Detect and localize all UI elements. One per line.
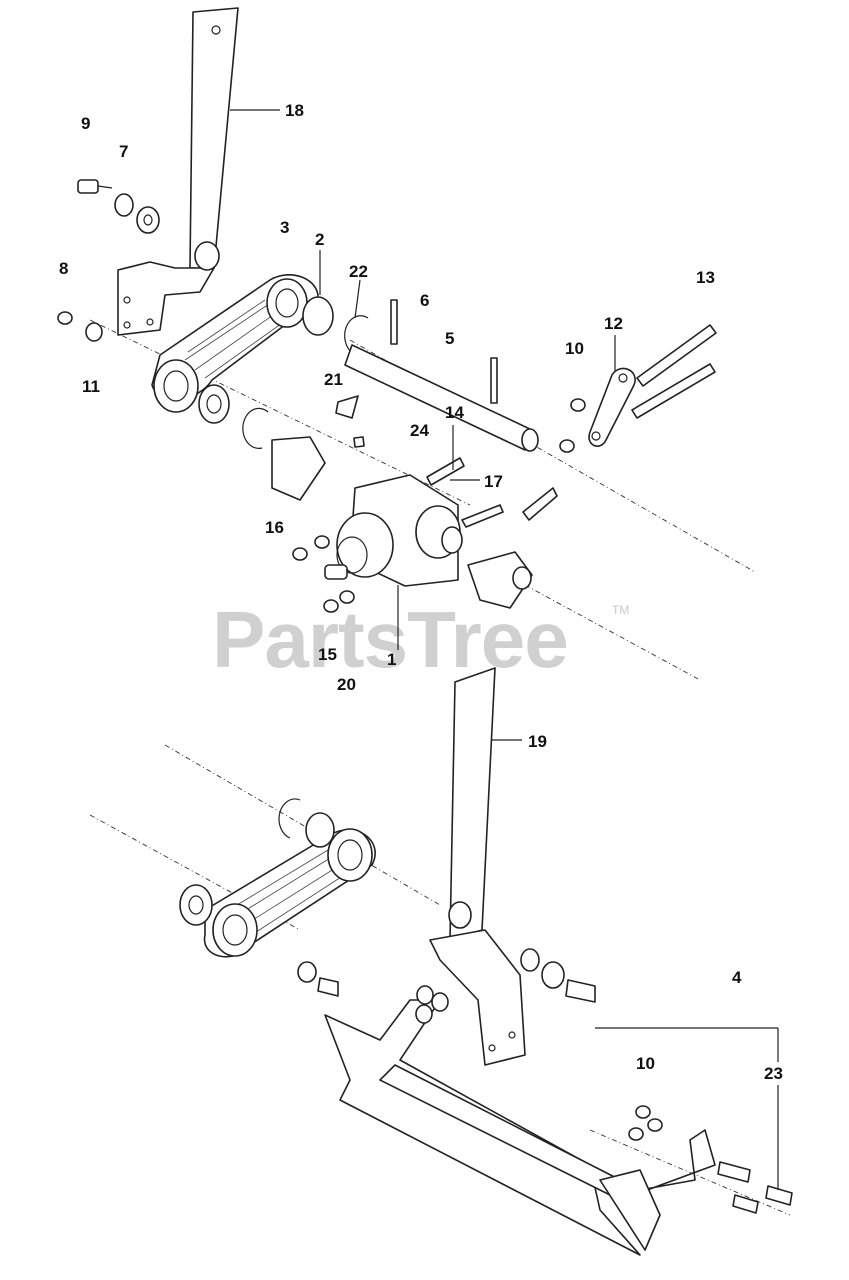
center-lines [89, 319, 791, 1216]
part-label-20: 20 [337, 675, 356, 694]
upper-left-hardware [57, 179, 160, 342]
part-label-19: 19 [528, 732, 547, 751]
part-label-10-upper: 10 [565, 339, 584, 358]
part-label-10-lower: 10 [636, 1054, 655, 1073]
part-label-23: 23 [764, 1064, 783, 1083]
part-label-15: 15 [318, 645, 337, 664]
part-label-17: 17 [484, 472, 503, 491]
upper-link-arm [151, 274, 334, 424]
leader-lines [230, 109, 779, 1190]
part-label-8: 8 [59, 259, 69, 278]
watermark-logo: PartsTree [212, 595, 569, 684]
part-label-11: 11 [82, 377, 100, 396]
part-label-7: 7 [119, 142, 129, 161]
lower-link-arm [179, 798, 376, 997]
part-label-24: 24 [410, 421, 429, 440]
part-label-9: 9 [81, 114, 91, 133]
part-label-2: 2 [315, 230, 325, 249]
part-label-5: 5 [445, 329, 455, 348]
part-label-21: 21 [324, 370, 343, 389]
part-label-13: 13 [696, 268, 715, 287]
part-label-1: 1 [387, 650, 397, 669]
part-label-16: 16 [265, 518, 284, 537]
part-label-22: 22 [349, 262, 368, 281]
shaft [344, 299, 539, 452]
gearbox-assembly [271, 395, 558, 613]
part-label-3: 3 [280, 218, 290, 237]
part-label-6: 6 [420, 291, 430, 310]
part-label-12: 12 [604, 314, 623, 333]
part-label-18: 18 [285, 101, 304, 120]
pedal-hardware [628, 1105, 793, 1214]
part-label-14: 14 [445, 403, 464, 422]
foot-pedal-bar [324, 985, 716, 1256]
lower-lever-arm [429, 667, 526, 1066]
part-label-4: 4 [732, 968, 742, 987]
right-lever-bracket [559, 324, 717, 453]
watermark-trademark: TM [612, 603, 630, 617]
lower-right-hardware [520, 948, 596, 1003]
upper-lever-arm [117, 7, 239, 336]
